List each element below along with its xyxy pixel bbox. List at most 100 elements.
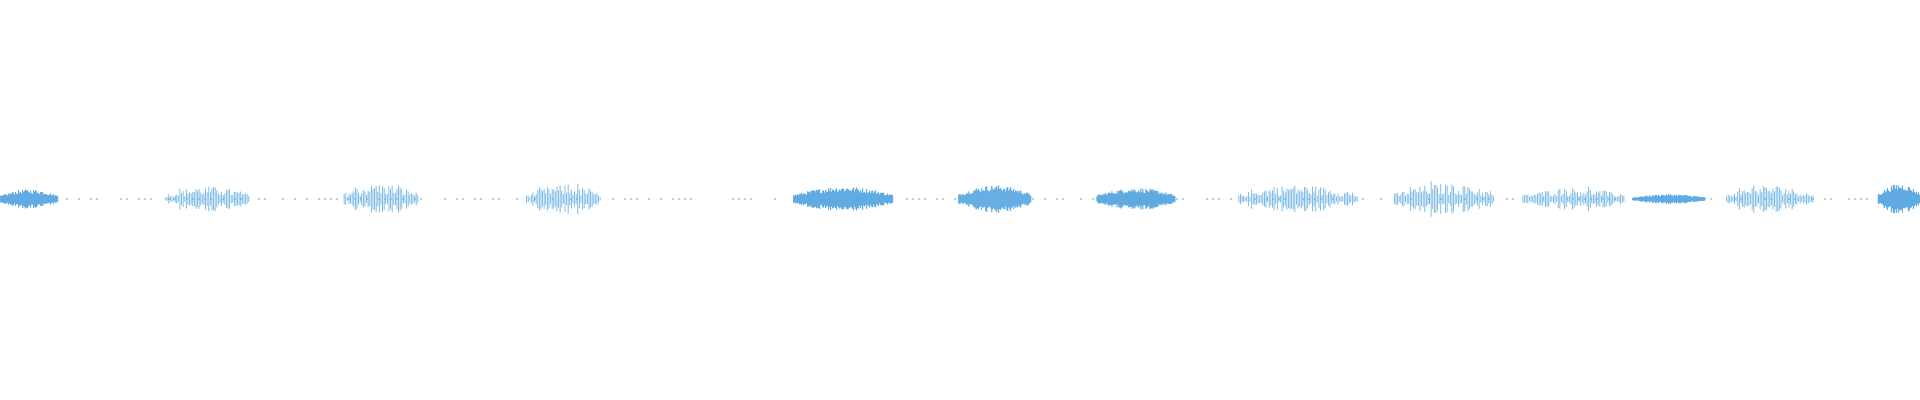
waveform-sample (1806, 193, 1807, 205)
waveform-sample (1903, 190, 1905, 208)
waveform-sample (1644, 196, 1646, 202)
waveform-sample (1618, 195, 1620, 202)
silence-dot (744, 198, 746, 200)
silence-dot (672, 198, 674, 200)
waveform-sample (820, 193, 822, 205)
waveform-sample (881, 193, 883, 205)
waveform-sample (1794, 193, 1796, 205)
silence-dot (1314, 198, 1316, 200)
waveform-sample (1172, 195, 1174, 203)
waveform-sample (866, 189, 868, 209)
silence-dot (636, 198, 638, 200)
waveform-sample (1894, 188, 1896, 210)
waveform-sample (819, 189, 821, 209)
waveform-sample (1639, 197, 1641, 201)
waveform-sample (1259, 195, 1261, 203)
waveform-sample (25, 189, 27, 209)
waveform-sample (1632, 198, 1634, 201)
waveform-sample (1480, 195, 1482, 203)
waveform-sample (1685, 195, 1687, 204)
waveform-sample (1243, 195, 1245, 203)
waveform-sample (1559, 189, 1561, 209)
waveform-sample (3, 194, 5, 204)
waveform-sample (216, 190, 218, 208)
waveform-sample (1892, 184, 1894, 214)
waveform-sample (965, 194, 967, 204)
waveform-sample (398, 185, 399, 213)
waveform-sample (1430, 181, 1432, 217)
waveform-sample (1009, 189, 1011, 209)
waveform-sample (1769, 190, 1771, 208)
waveform-sample (558, 190, 559, 208)
waveform-sample (834, 191, 836, 207)
silence-dot (294, 198, 296, 200)
waveform-sample (240, 191, 242, 207)
waveform-sample (1443, 193, 1445, 205)
waveform-sample (1170, 193, 1172, 205)
waveform-sample (1026, 192, 1028, 206)
waveform-sample (842, 188, 844, 210)
waveform-sample (1609, 191, 1610, 206)
waveform-sample (1168, 194, 1170, 204)
waveform-sample (1461, 195, 1462, 203)
waveform-sample (1310, 194, 1312, 204)
waveform-sample (823, 190, 825, 208)
silence-dot (150, 198, 152, 200)
waveform-sample (1481, 193, 1483, 205)
waveform-sample (2, 195, 4, 203)
waveform-sample (1332, 194, 1334, 204)
silence-dot (1062, 198, 1064, 200)
waveform-sample (805, 194, 807, 204)
waveform-sample (404, 194, 406, 204)
waveform-sample (1917, 192, 1919, 206)
waveform-sample (1772, 188, 1774, 210)
waveform-sample (968, 191, 970, 207)
waveform-sample (1273, 187, 1275, 211)
waveform-sample (1350, 195, 1352, 202)
waveform-sample (1113, 193, 1115, 205)
silence-dot (1512, 198, 1514, 200)
waveform-sample (1433, 185, 1435, 213)
waveform-sample (1491, 194, 1493, 204)
waveform-sample (181, 193, 182, 205)
waveform-sample (983, 190, 985, 208)
waveform-sample (1791, 188, 1793, 210)
waveform-sample (1134, 189, 1136, 209)
waveform-sample (1651, 196, 1653, 202)
waveform-sample (1729, 195, 1731, 203)
waveform-sample (184, 196, 186, 202)
waveform-sample (841, 189, 843, 209)
silence-dot (1032, 198, 1034, 200)
waveform-sample (1256, 193, 1257, 205)
waveform-sample (1591, 194, 1593, 204)
silence-dot (210, 198, 212, 200)
waveform-sample (1002, 190, 1004, 208)
waveform-sample (588, 188, 590, 210)
waveform-sample (1111, 191, 1113, 207)
waveform-sample (43, 194, 45, 204)
silence-dot (750, 198, 752, 200)
waveform-sample (1877, 194, 1879, 204)
waveform-sample (1696, 196, 1698, 202)
waveform-sample (1454, 193, 1456, 205)
waveform-sample (815, 191, 817, 207)
waveform-sample (219, 194, 221, 204)
waveform-sample (1597, 192, 1599, 205)
waveform-sample (1910, 190, 1912, 208)
waveform-sample (189, 192, 190, 206)
waveform-sample (872, 190, 874, 208)
waveform-sample (1562, 194, 1564, 205)
waveform-sample (1124, 192, 1126, 206)
waveform-sample (891, 194, 893, 204)
waveform-sample (238, 192, 240, 206)
waveform-sample (824, 192, 826, 206)
waveform-sample (847, 188, 849, 210)
waveform-sample (1602, 191, 1604, 208)
waveform-sample (1689, 196, 1691, 202)
waveform-sample (1320, 187, 1321, 211)
waveform-sample (998, 185, 1000, 213)
silence-dot (1542, 198, 1544, 200)
waveform-sample (1567, 195, 1569, 203)
